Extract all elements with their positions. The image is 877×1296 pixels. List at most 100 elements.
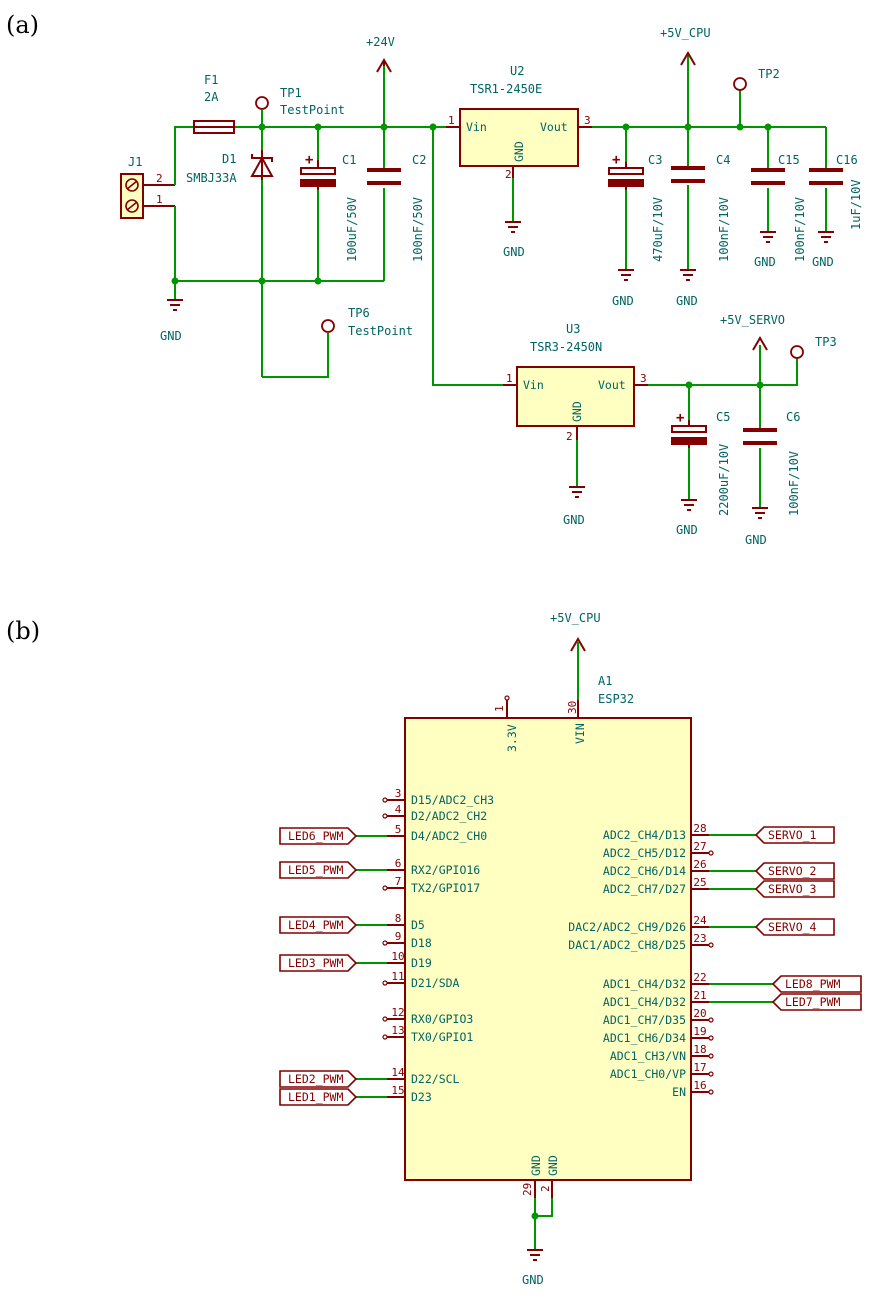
capacitor-c2: C2 100nF/50V xyxy=(367,153,426,262)
esp32-pin-num: 26 xyxy=(693,858,706,871)
esp32-pin-name: ADC2_CH6/D14 xyxy=(603,864,686,878)
esp32-pin-num: 20 xyxy=(693,1007,706,1020)
esp32-pin29-num: 29 xyxy=(521,1183,534,1196)
j1-pin1: 1 xyxy=(156,193,163,206)
u3-ref: U3 xyxy=(566,322,580,336)
esp32-top-pins: 1 3.3V 30 VIN xyxy=(493,695,587,752)
esp32-pin-num: 21 xyxy=(693,989,706,1002)
regulator-u2: U2 TSR1-2450E Vin Vout GND 1 3 2 xyxy=(446,64,592,181)
d1-ref: D1 xyxy=(222,152,236,166)
u2-gnd: GND xyxy=(512,141,526,162)
esp32-pin-num: 22 xyxy=(693,971,706,984)
u2-vin: Vin xyxy=(466,120,487,134)
power-5v-cpu-b-label: +5V_CPU xyxy=(550,611,601,625)
esp32-pin-name: D22/SCL xyxy=(411,1072,460,1086)
esp32-pin-num: 25 xyxy=(693,876,706,889)
gnd-label-u2: GND xyxy=(503,245,525,259)
net-label-servo-3: SERVO_3 xyxy=(768,882,817,896)
svg-text:+: + xyxy=(305,152,313,168)
esp32-pin-num: 12 xyxy=(391,1006,404,1019)
c1-value: 100uF/50V xyxy=(345,197,359,262)
capacitor-c1: + C1 100uF/50V xyxy=(300,152,359,262)
c4-ref: C4 xyxy=(716,153,730,167)
tp1-value: TestPoint xyxy=(280,103,345,117)
esp32-pin-num: 6 xyxy=(395,857,402,870)
esp32-pin-num: 4 xyxy=(395,803,402,816)
gnd-symbol-c5: GND xyxy=(676,499,698,537)
j1-ref: J1 xyxy=(128,155,142,169)
u3-value: TSR3-2450N xyxy=(530,340,602,354)
esp32-left-pin-4: 4 D2/ADC2_CH2 xyxy=(382,803,487,823)
esp32-pin1-num: 1 xyxy=(493,705,506,712)
diode-d1: D1 SMBJ33A xyxy=(186,150,274,185)
testpoint-tp1: TP1 TestPoint xyxy=(255,86,345,117)
u3-pin1: 1 xyxy=(506,372,513,385)
gnd-label-c6: GND xyxy=(745,533,767,547)
esp32-pin-num: 16 xyxy=(693,1079,706,1092)
esp32-pin-name: D19 xyxy=(411,956,432,970)
esp32-pin-name: D18 xyxy=(411,936,432,950)
power-5v-cpu-top: +5V_CPU xyxy=(660,26,711,66)
c5-value: 2200uF/10V xyxy=(717,444,731,516)
gnd-symbol-c15: GND xyxy=(754,231,776,269)
esp32-pin-num: 10 xyxy=(391,950,404,963)
esp32-bottom-pins: GND GND 29 2 GND xyxy=(521,1155,560,1287)
u2-value: TSR1-2450E xyxy=(470,82,542,96)
esp32-pin-name: D5 xyxy=(411,918,425,932)
power-5v-cpu-b: +5V_CPU xyxy=(550,611,601,700)
testpoint-tp2: TP2 xyxy=(733,67,780,91)
c1-ref: C1 xyxy=(342,153,356,167)
gnd-symbol-c16: GND xyxy=(812,231,834,269)
esp32-pin-num: 14 xyxy=(391,1066,405,1079)
power-5v-cpu-label: +5V_CPU xyxy=(660,26,711,40)
gnd-label-c4: GND xyxy=(676,294,698,308)
esp32-pin-name: ADC2_CH5/D12 xyxy=(603,846,686,860)
esp32-pin-name: D2/ADC2_CH2 xyxy=(411,809,487,823)
connector-j1: J1 2 1 xyxy=(120,155,175,219)
power-24v-label: +24V xyxy=(366,35,395,49)
u2-pin3: 3 xyxy=(584,114,591,127)
power-5v-servo-label: +5V_SERVO xyxy=(720,313,785,327)
power-5v-servo: +5V_SERVO xyxy=(720,313,785,351)
esp32-pin-name: ADC2_CH7/D27 xyxy=(603,882,686,896)
u3-vout: Vout xyxy=(598,378,626,392)
esp32-pin-name: RX2/GPIO16 xyxy=(411,863,480,877)
esp32-pin-num: 7 xyxy=(395,875,402,888)
esp32-pin-name: D4/ADC2_CH0 xyxy=(411,829,487,843)
j1-pin2: 2 xyxy=(156,172,163,185)
u3-pin2: 2 xyxy=(566,430,573,443)
capacitor-c16: C16 1uF/10V xyxy=(809,153,863,230)
esp32-pin29-name: GND xyxy=(529,1155,543,1176)
gnd-symbol-u2: GND xyxy=(503,221,525,259)
gnd-label-c15: GND xyxy=(754,255,776,269)
esp32-pin30-num: 30 xyxy=(566,701,579,714)
esp32-pin-name: D23 xyxy=(411,1090,432,1104)
esp32-pin2-name: GND xyxy=(546,1155,560,1176)
esp32-pin-name: D21/SDA xyxy=(411,976,460,990)
tp2-ref: TP2 xyxy=(758,67,780,81)
esp32-right-pin-25: 25 ADC2_CH7/D27 SERVO_3 xyxy=(603,876,835,898)
gnd-label-esp32: GND xyxy=(522,1273,544,1287)
esp32-pin-num: 5 xyxy=(395,823,402,836)
c2-ref: C2 xyxy=(412,153,426,167)
u2-vout: Vout xyxy=(540,120,568,134)
tp6-ref: TP6 xyxy=(348,306,370,320)
gnd-symbol-u3: GND xyxy=(563,486,585,527)
esp32-pin-name: D15/ADC2_CH3 xyxy=(411,793,494,807)
